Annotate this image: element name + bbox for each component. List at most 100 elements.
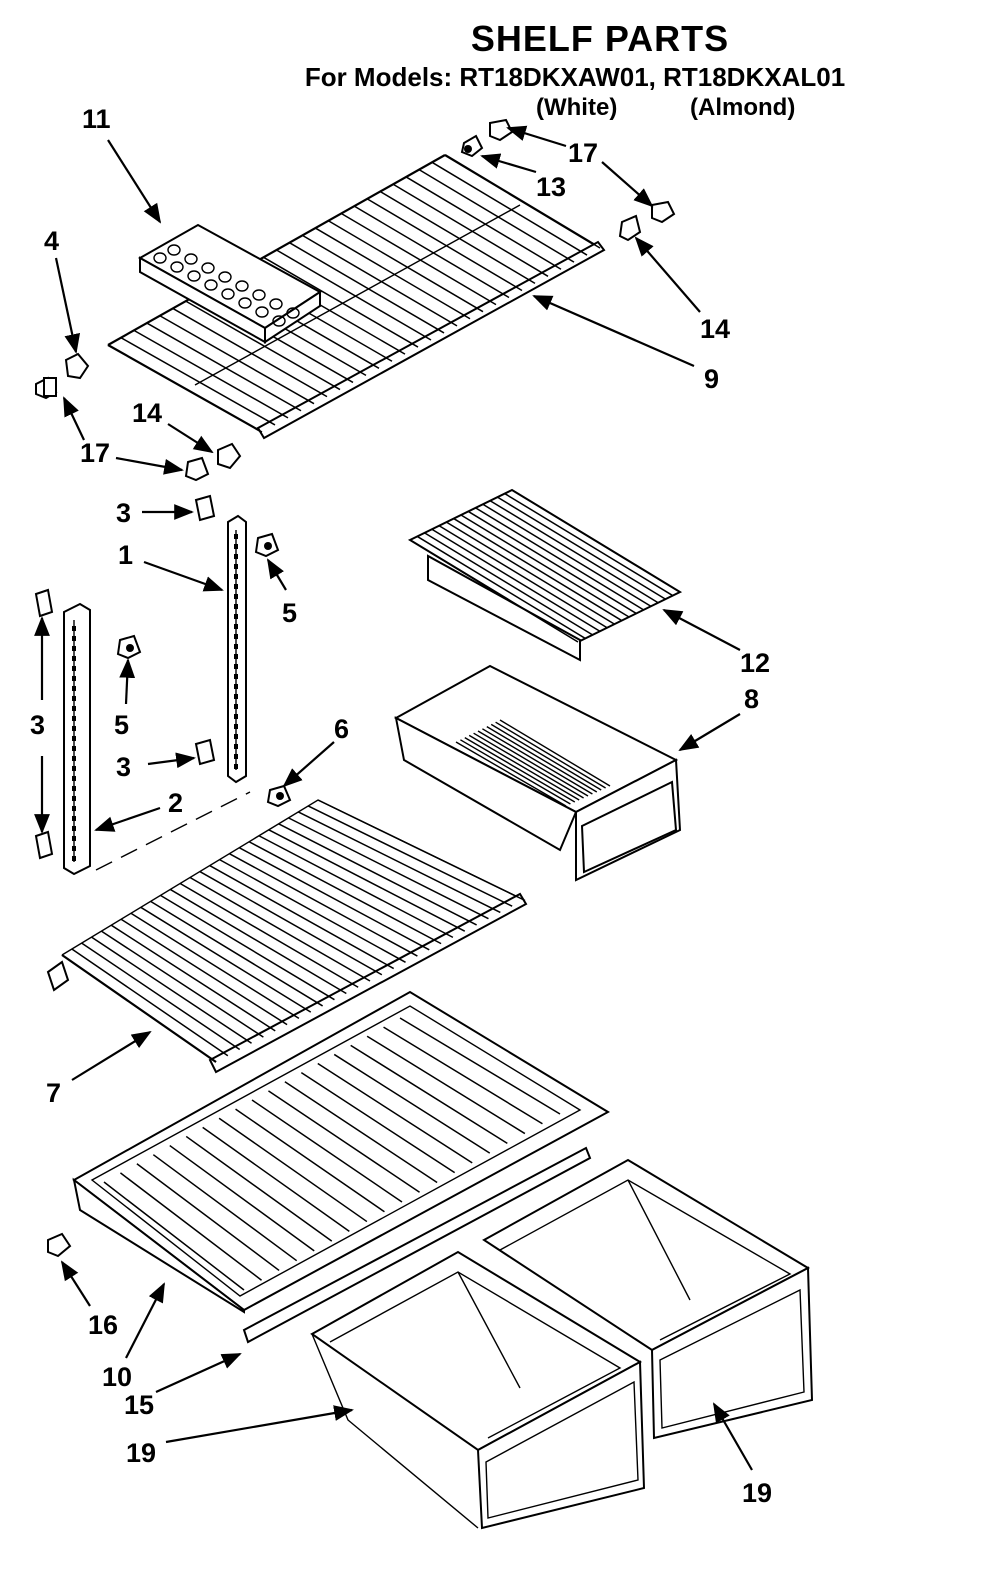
wire-line bbox=[464, 736, 576, 803]
rail-slot bbox=[72, 846, 76, 851]
wire-line bbox=[152, 1154, 298, 1262]
callout-11: 11 bbox=[82, 104, 111, 134]
callout-13: 13 bbox=[536, 172, 566, 202]
wire-line bbox=[307, 805, 513, 907]
middle-wire-shelf bbox=[46, 799, 528, 1074]
rail-slot bbox=[234, 614, 238, 619]
rail-slot bbox=[234, 554, 238, 559]
rail-slot bbox=[234, 564, 238, 569]
callout-9: 9 bbox=[704, 364, 719, 394]
wire-line bbox=[497, 496, 666, 600]
wire-line bbox=[258, 835, 454, 939]
rail-slot bbox=[234, 754, 238, 759]
callout-4: 4 bbox=[44, 226, 59, 256]
wire-line bbox=[150, 900, 324, 1007]
tray-cell bbox=[221, 288, 235, 300]
wire-line bbox=[455, 741, 567, 807]
wire-line bbox=[169, 888, 347, 995]
wire-line bbox=[495, 721, 606, 789]
wire-line bbox=[284, 1081, 438, 1184]
upper-shelf-clips bbox=[35, 118, 676, 766]
wire-line bbox=[268, 1090, 420, 1193]
wire-line bbox=[248, 841, 442, 945]
rail-slot bbox=[234, 664, 238, 669]
wire-line bbox=[160, 894, 335, 1001]
wire-line bbox=[486, 725, 598, 793]
wire-line bbox=[317, 799, 525, 901]
wire-line bbox=[453, 517, 623, 622]
wire-line bbox=[327, 220, 484, 313]
rail-slot bbox=[234, 604, 238, 609]
rail-slot bbox=[72, 856, 76, 861]
rail-slot bbox=[72, 746, 76, 751]
wire-line bbox=[120, 918, 288, 1026]
wire-line bbox=[229, 852, 418, 957]
wire-line bbox=[489, 500, 659, 604]
wire-line bbox=[438, 525, 608, 629]
wire-line bbox=[169, 1144, 315, 1252]
tray-cell bbox=[201, 262, 215, 274]
rail-slot bbox=[234, 734, 238, 739]
tray-cell bbox=[255, 306, 269, 318]
rail-slot bbox=[234, 654, 238, 659]
wire-line bbox=[409, 539, 579, 643]
wire-line bbox=[71, 948, 229, 1057]
wire-line bbox=[333, 1053, 491, 1154]
wire-line bbox=[460, 514, 630, 618]
callout-14a: 14 bbox=[700, 314, 730, 344]
wire-line bbox=[179, 882, 359, 988]
tray-cell bbox=[286, 307, 300, 319]
wire-line bbox=[302, 234, 458, 327]
wire-line bbox=[366, 1035, 526, 1135]
wire-line bbox=[189, 876, 371, 982]
tray-cell bbox=[170, 261, 184, 273]
wire-line bbox=[468, 734, 580, 801]
leader-arrows bbox=[34, 125, 753, 1471]
wire-line bbox=[499, 719, 611, 787]
wire-line bbox=[276, 249, 432, 341]
wire-line bbox=[460, 739, 571, 805]
wire-line bbox=[209, 864, 395, 970]
wire-line bbox=[288, 817, 489, 920]
wire-line bbox=[140, 906, 312, 1013]
wire-line bbox=[199, 870, 383, 976]
tray-cell bbox=[187, 270, 201, 282]
rail-slot bbox=[234, 724, 238, 729]
wire-line bbox=[350, 1044, 508, 1144]
wire-line bbox=[473, 732, 584, 799]
rail-slot bbox=[234, 534, 238, 539]
wire-line bbox=[107, 344, 263, 433]
variant-almond: (Almond) bbox=[690, 94, 796, 121]
rail-slot bbox=[72, 766, 76, 771]
callout-3c: 3 bbox=[116, 752, 131, 782]
tray-cell bbox=[153, 252, 167, 264]
callout-17a: 17 bbox=[568, 138, 598, 168]
wire-line bbox=[467, 510, 637, 615]
rail-slot bbox=[234, 714, 238, 719]
callout-3b: 3 bbox=[30, 710, 45, 740]
wire-line bbox=[405, 176, 562, 270]
callout-8: 8 bbox=[744, 684, 759, 714]
meat-pan bbox=[393, 664, 682, 882]
wire-line bbox=[202, 1126, 350, 1232]
wire-line bbox=[482, 728, 593, 795]
rail-slot bbox=[72, 796, 76, 801]
wire-line bbox=[444, 154, 601, 249]
rail-slot bbox=[72, 806, 76, 811]
rail-slot bbox=[72, 696, 76, 701]
wire-line bbox=[297, 811, 501, 914]
rail-slot bbox=[72, 786, 76, 791]
wire-line bbox=[278, 823, 477, 926]
models-line: For Models: RT18DKXAW01, RT18DKXAL01 bbox=[304, 62, 846, 92]
rail-slot bbox=[72, 706, 76, 711]
wire-line bbox=[392, 183, 549, 277]
screws-and-brackets bbox=[34, 532, 292, 1258]
wire-line bbox=[300, 1072, 456, 1174]
rail-slot bbox=[72, 636, 76, 641]
wire-line bbox=[317, 1062, 473, 1164]
rail-slot bbox=[72, 666, 76, 671]
callout-17b: 17 bbox=[80, 438, 110, 468]
callout-5b: 5 bbox=[114, 710, 129, 740]
upper-wire-shelf bbox=[107, 154, 606, 440]
wire-line bbox=[383, 1026, 543, 1125]
